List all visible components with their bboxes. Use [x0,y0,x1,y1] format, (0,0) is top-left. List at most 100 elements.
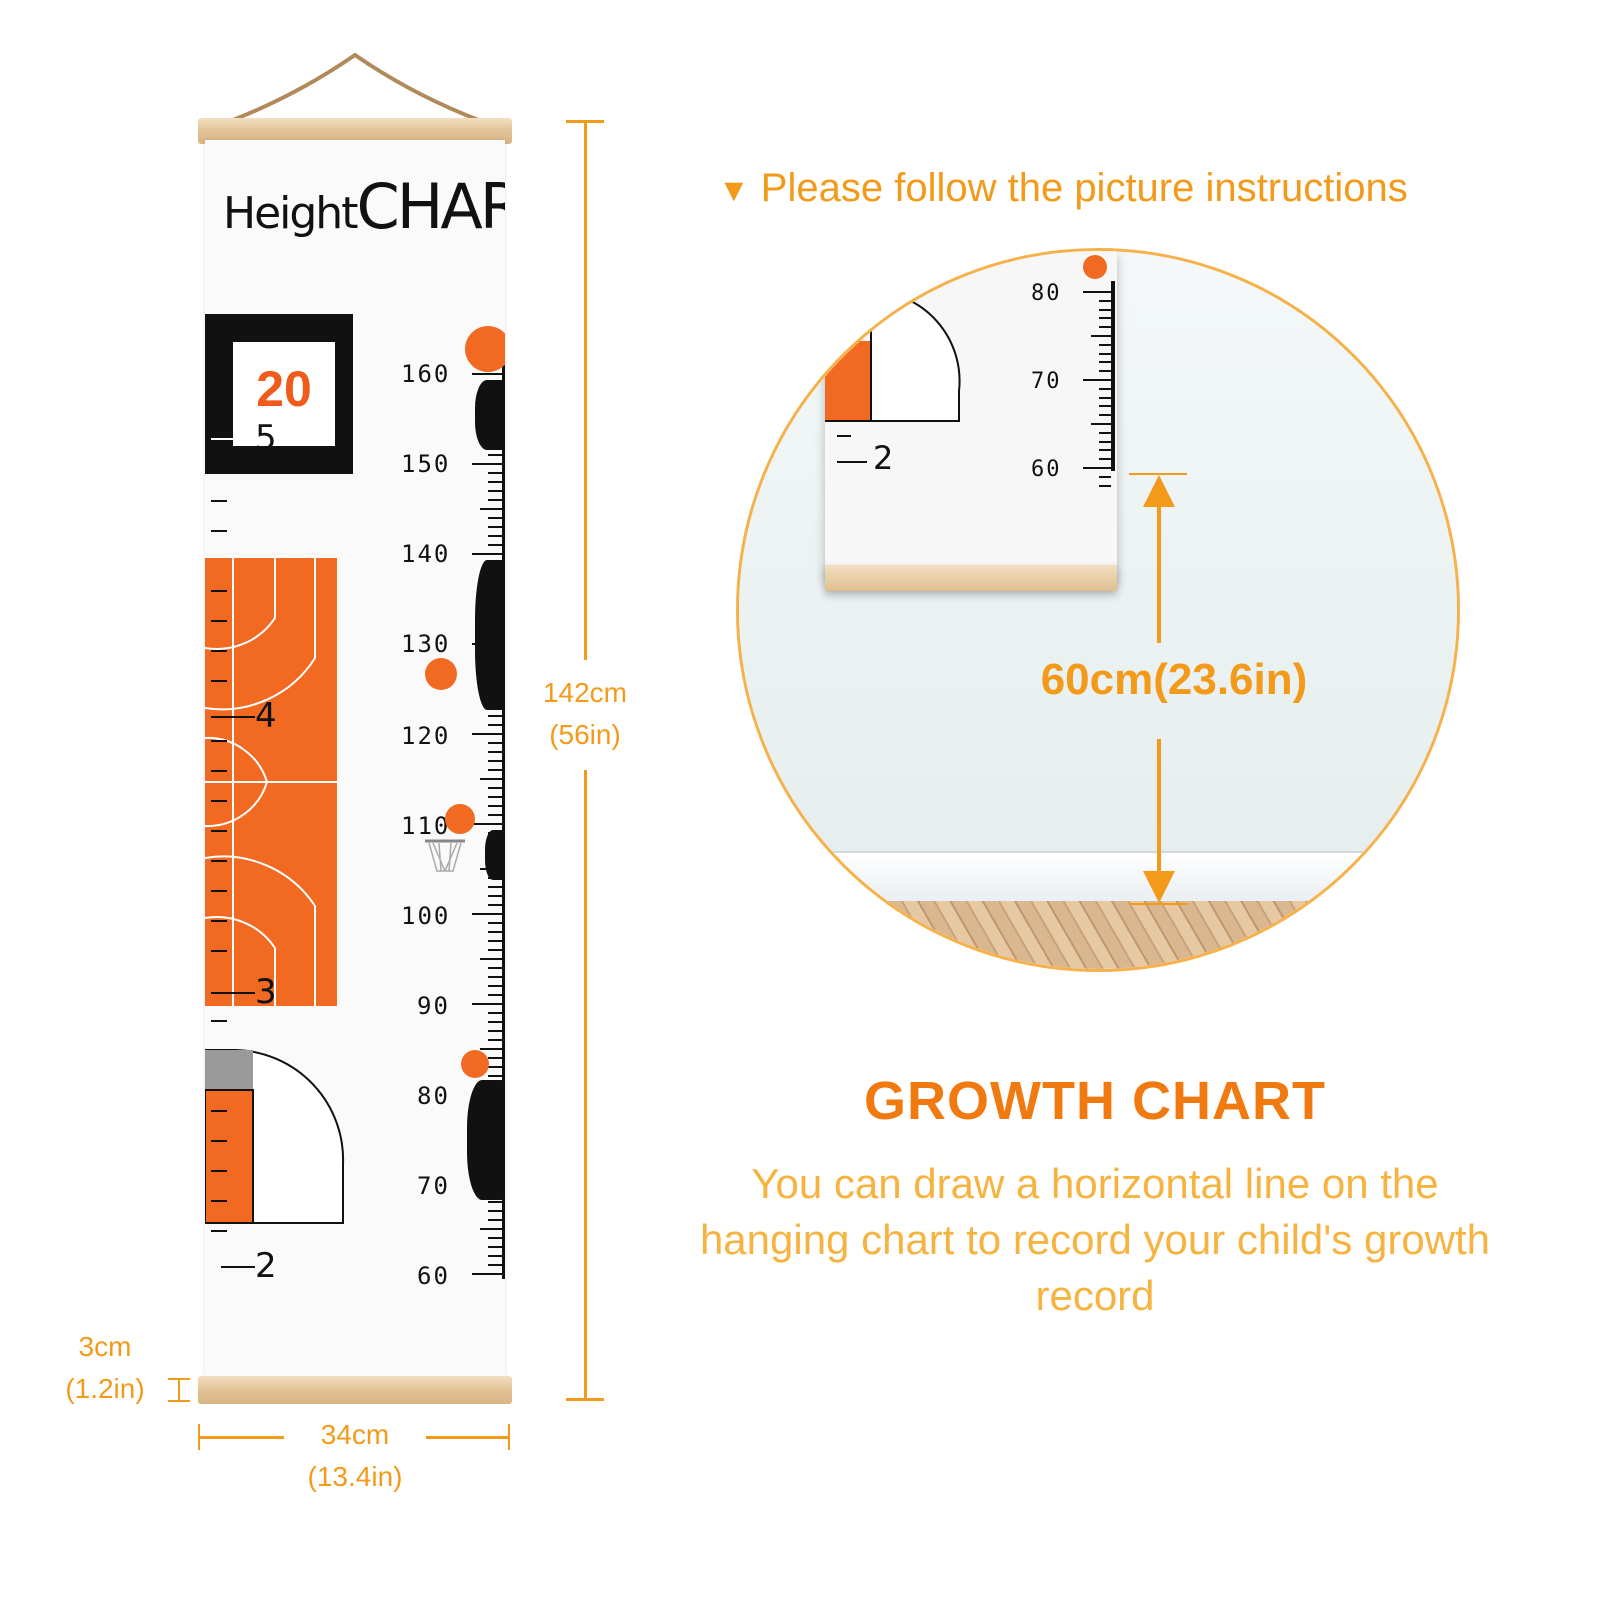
zoom-cm-70: 70 [1031,369,1062,394]
foot-label-4: 4 [255,696,277,736]
title-height: Height [223,188,358,239]
cm-label-90: 90 [417,992,450,1020]
ruler-tick [488,535,502,537]
ruler-tick [488,1237,502,1239]
scoreboard: 20 [205,314,353,474]
ruler-tick [488,715,502,717]
ruler-tick [472,823,502,825]
ruler-tick [488,472,502,474]
ruler-tick [488,949,502,951]
zoom-ruler-tick [1099,475,1111,478]
zoom-ruler-tick [1083,291,1111,293]
bottom-wooden-rod [198,1376,512,1404]
width-dim-label: 34cm (13.4in) [284,1414,426,1498]
ruler-tick [488,1075,502,1077]
skirting-board [739,851,1457,903]
ruler-tick [488,499,502,501]
zoom-ruler-tick [1099,326,1111,329]
zoomed-chart-graphics [825,255,1115,471]
height-chart-canvas: HeightCHART 20 [205,140,505,1378]
ruler-tick [472,373,502,375]
cm-label-150: 150 [401,450,451,478]
mount-height-label: 60cm(23.6in) [1040,655,1308,704]
ruler-tick [488,796,502,798]
ruler-tick [488,922,502,924]
width-dim-line [198,1436,284,1439]
zoom-circle: 2 80 70 60 60cm(23.6in) [736,248,1460,972]
height-dim-bottom-cap [566,1398,604,1401]
top-wooden-rod [198,118,512,144]
ruler-tick [488,760,502,762]
mount-dim-bottom-cap [1129,903,1187,905]
title-chart: CHART [356,170,505,243]
zoom-ruler-tick [1099,299,1111,302]
player-silhouette [475,560,505,710]
ruler-tick [488,1021,502,1023]
basketball-icon [461,1050,489,1078]
zoom-ruler-tick [1091,335,1111,337]
ruler-tick [488,994,502,996]
zoom-cm-60: 60 [1031,457,1062,482]
zoom-ruler-tick [1099,343,1111,346]
ruler-tick [488,1057,502,1059]
instructions-line: ▼ Please follow the picture instructions [718,166,1408,211]
zoomed-chart-bottom: 2 80 70 60 [825,251,1117,581]
cm-label-110: 110 [401,812,451,840]
court-corner [205,1049,345,1224]
height-dim-line [584,770,587,1400]
cm-label-160: 160 [401,360,451,388]
ruler-tick [488,751,502,753]
zoom-ruler-tick [1099,431,1111,434]
ruler-tick [488,1219,502,1221]
ruler-tick [488,1264,502,1266]
rod-dim-label: 3cm (1.2in) [40,1326,170,1410]
cm-label-80: 80 [417,1082,450,1110]
scoreboard-panel: 20 [233,342,335,446]
ruler-tick [488,814,502,816]
ruler-tick [472,463,502,465]
ruler-tick [488,1210,502,1212]
cm-label-120: 120 [401,722,451,750]
ruler-tick [472,913,502,915]
ruler-tick [472,1003,502,1005]
rod-dim-line [178,1378,180,1402]
zoom-ruler-tick [1091,423,1111,425]
cm-ruler-line [502,365,505,1279]
zoom-ruler-tick [1083,467,1111,469]
height-cm: 142cm [542,677,628,708]
ruler-tick [488,931,502,933]
basketball-court [205,558,337,1006]
zoom-foot-label: 2 [873,439,894,477]
growth-chart-description: You can draw a horizontal line on the ha… [699,1160,1491,1319]
ruler-tick [488,742,502,744]
zoom-ruler-tick [1099,352,1111,355]
ruler-tick [488,1255,502,1257]
ruler-tick [488,769,502,771]
mount-dim-top-cap [1129,473,1187,475]
cm-label-100: 100 [401,902,451,930]
zoom-ruler-tick [1099,396,1111,399]
foot-tick-4 [211,716,255,718]
growth-chart-heading: GROWTH CHART [864,1071,1326,1131]
cm-label-140: 140 [401,540,451,568]
ruler-tick [488,544,502,546]
ruler-tick [488,967,502,969]
height-dim-line [584,120,587,660]
ruler-tick [488,886,502,888]
ruler-tick [480,1228,502,1230]
zoom-ruler-tick [1099,440,1111,443]
ruler-tick [488,976,502,978]
ruler-tick [488,517,502,519]
ruler-tick [488,481,502,483]
cm-label-60: 60 [417,1262,450,1290]
ruler-tick [488,724,502,726]
court-lines [205,558,337,1006]
ruler-tick [488,940,502,942]
ruler-tick [488,904,502,906]
ruler-tick [488,1030,502,1032]
zoom-ruler-tick [1099,370,1111,373]
foot-label-5: 5 [255,418,277,458]
ruler-tick [488,454,502,456]
ruler-tick [488,490,502,492]
basketball-icon [445,804,475,834]
